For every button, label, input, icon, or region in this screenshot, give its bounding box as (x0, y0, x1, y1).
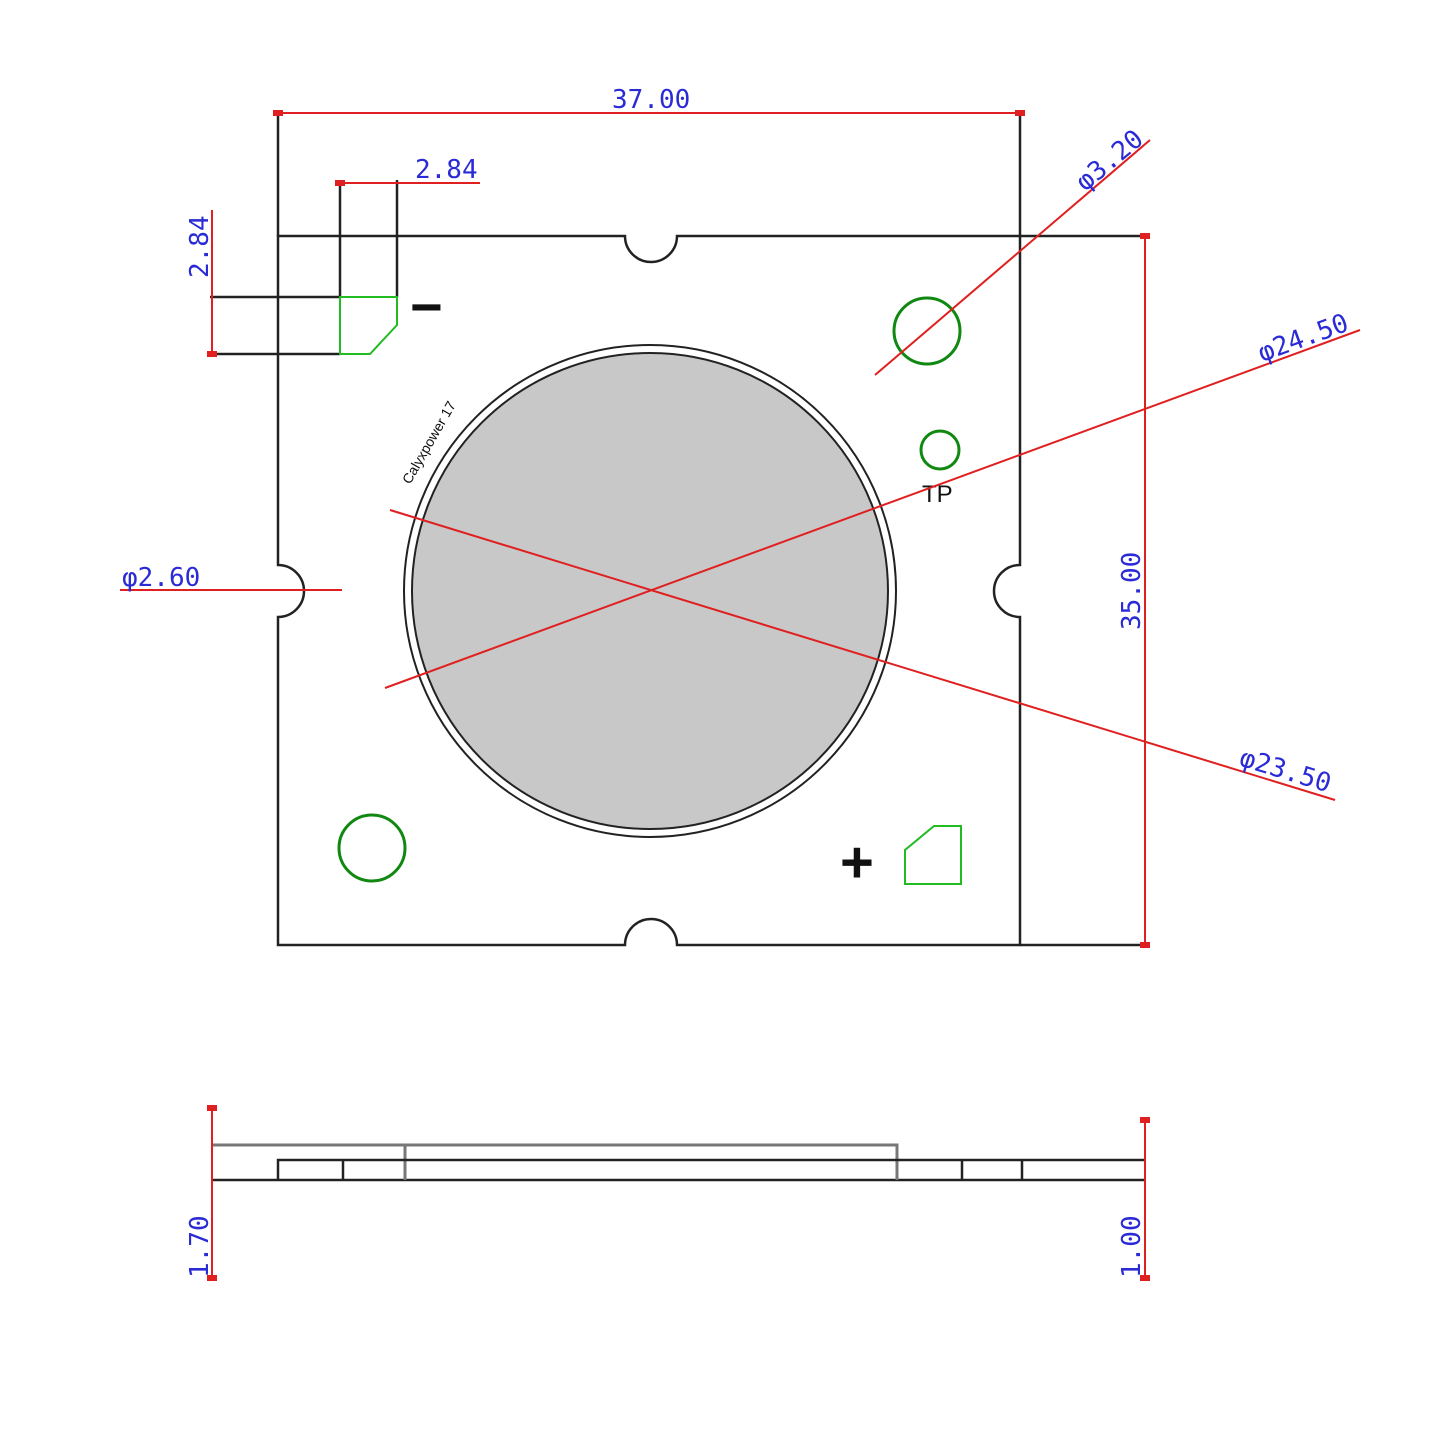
mount-hole-bottom-left (337, 813, 407, 883)
dim-total-thickness: 1.70 (185, 1215, 215, 1278)
mount-hole-top-right (892, 296, 962, 366)
side-dimension-lines (207, 1105, 1150, 1281)
dim-outer-ring: φ24.50 (1254, 308, 1353, 368)
negative-pad (339, 296, 398, 355)
dim-width: 37.00 (612, 85, 690, 115)
negative-label: − (410, 275, 443, 338)
positive-pad (904, 825, 962, 885)
dim-notch: φ2.60 (122, 563, 200, 593)
side-view (212, 1143, 1145, 1182)
dim-emitter: φ23.50 (1236, 743, 1335, 799)
dim-height: 35.00 (1117, 552, 1147, 630)
dim-pad-width: 2.84 (415, 155, 478, 185)
board-outline (210, 110, 1145, 947)
dimension-lines (120, 110, 1361, 948)
test-point-hole (919, 429, 961, 471)
dim-mount-hole: φ3.20 (1070, 124, 1149, 197)
positive-label: + (840, 830, 874, 895)
dim-board-thickness: 1.00 (1117, 1215, 1147, 1278)
dim-pad-height: 2.84 (185, 215, 215, 278)
